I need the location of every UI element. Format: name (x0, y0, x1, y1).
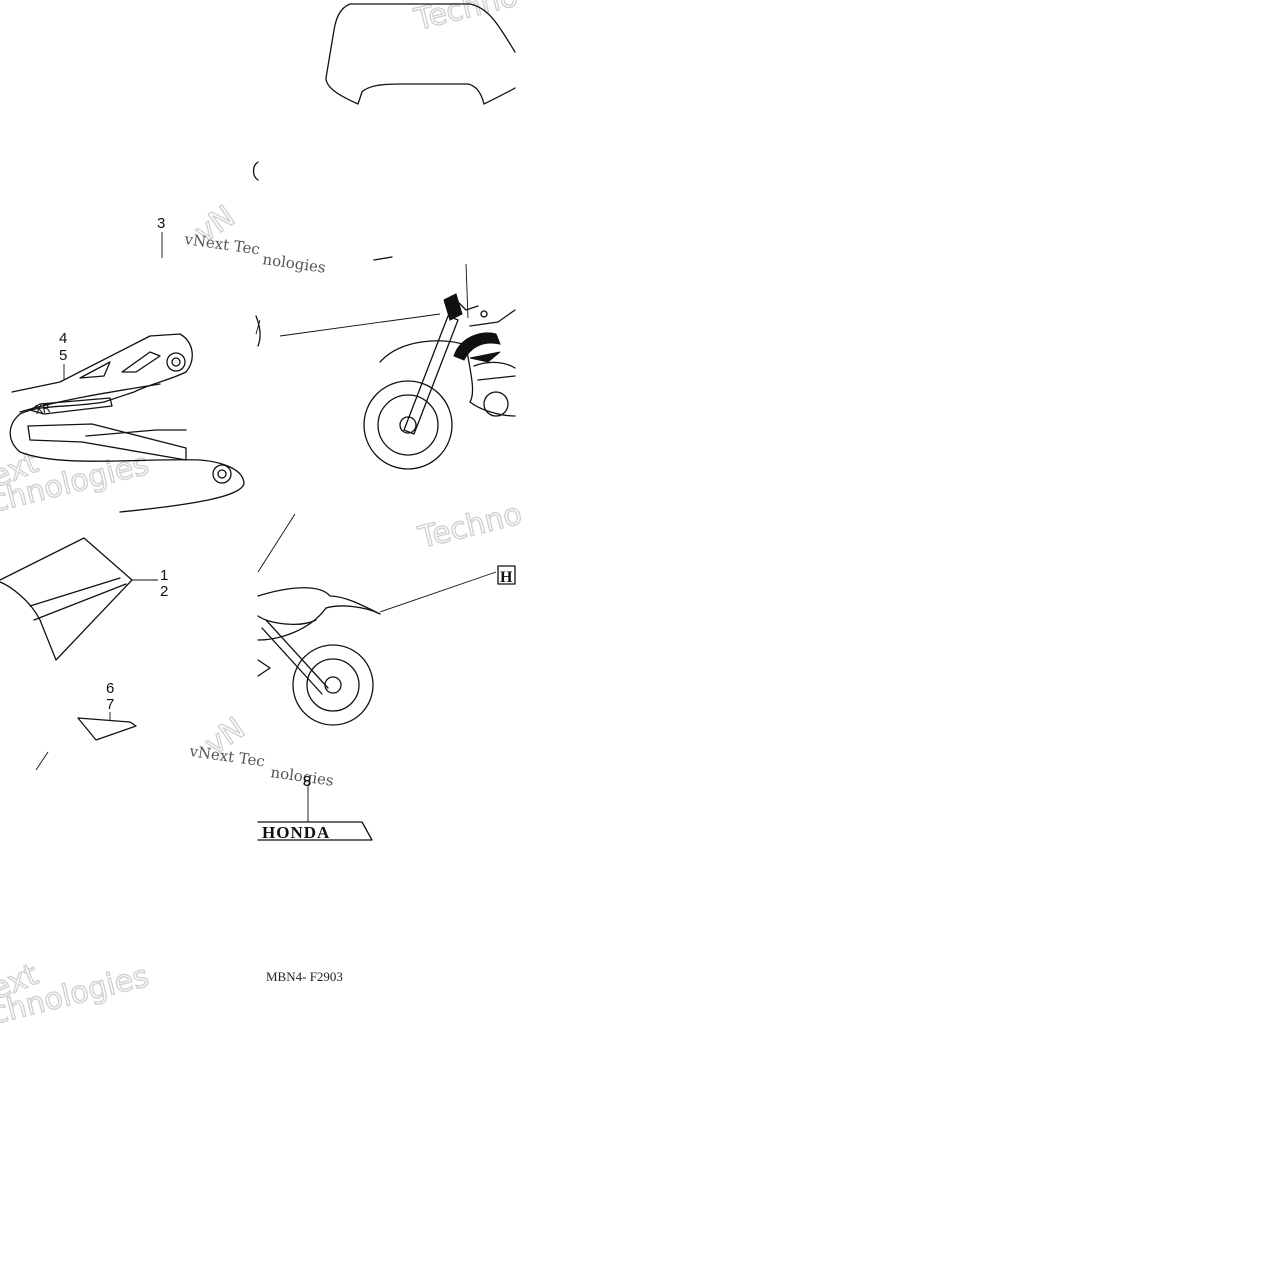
motorcycle-rear: H (257, 513, 516, 726)
callout-1: 1 (160, 567, 168, 584)
leader-line (279, 313, 441, 337)
visor-outline (325, 3, 516, 105)
motorcycle-front (255, 263, 516, 470)
callout-6: 6 (106, 680, 114, 697)
watermark-text: vNext Tec (187, 742, 266, 771)
watermark-text: nologies (261, 250, 326, 277)
tank-decal (0, 537, 133, 661)
watermark-ghost: Techno (414, 497, 525, 556)
figure-code: MBN4- F2903 (266, 969, 343, 984)
emblem-text: HONDA (262, 823, 330, 842)
decal-lettering: XR (34, 401, 51, 417)
bracket-mark (252, 161, 259, 181)
callout-5: 5 (59, 347, 67, 364)
callout-3: 3 (157, 215, 165, 232)
shroud-decal: XR (9, 333, 245, 513)
watermark-ghost: Techno (410, 0, 521, 38)
callout-2: 2 (160, 583, 168, 600)
callout-4: 4 (59, 330, 67, 347)
callout-7: 7 (106, 696, 114, 713)
leader-line (35, 751, 49, 771)
watermark-text: vNext Tec (182, 230, 261, 259)
emblem-h-letter: H (500, 569, 513, 586)
leader-line (257, 513, 296, 573)
mark-dash (373, 256, 393, 261)
callout-8: 8 (303, 773, 311, 790)
leader-line (379, 571, 497, 613)
fork-decal (77, 717, 137, 741)
honda-emblem: HONDA (257, 821, 373, 842)
